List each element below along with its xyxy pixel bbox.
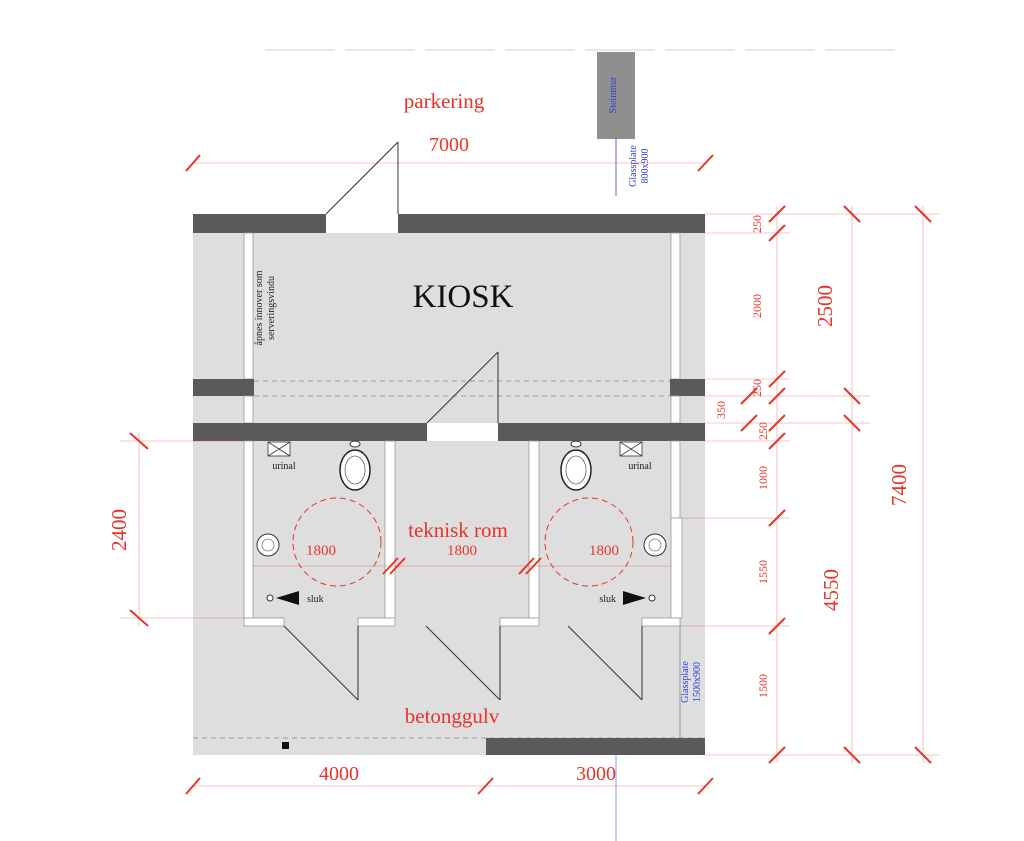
building-floor — [193, 214, 705, 755]
mid-wall-right — [670, 379, 705, 396]
right-dim-250-c: 250 — [756, 422, 770, 440]
right-dim-1500: 1500 — [756, 674, 770, 698]
right-toilet-partition — [528, 440, 540, 619]
turning-circle-right — [544, 497, 634, 587]
right-dim-7400: 7400 — [887, 464, 911, 506]
top-dim-7000: 7000 — [429, 134, 469, 156]
drain-left-label: sluk — [307, 594, 324, 605]
stone-wall-label: Steinmur — [608, 76, 619, 113]
right-dim-1000: 1000 — [756, 466, 770, 490]
right-dim-250-a: 250 — [750, 215, 764, 233]
kiosk-inner-door-swing — [426, 351, 499, 424]
entrance-door — [326, 214, 398, 233]
right-dim-1550: 1550 — [756, 560, 770, 584]
drain-right-label: sluk — [599, 594, 616, 605]
right-dim-2500: 2500 — [813, 285, 837, 327]
sink-right-icon — [643, 533, 667, 557]
sink-left-icon — [256, 533, 280, 557]
turning-circle-left — [292, 497, 382, 587]
left-toilet-outer-partition — [243, 440, 254, 619]
bottom-dim-4000: 4000 — [319, 763, 359, 785]
top-wall-left — [193, 214, 326, 233]
mid-wall-left — [193, 379, 254, 396]
technical-room-1800: 1800 — [447, 543, 477, 559]
left-dim-2400: 2400 — [107, 509, 131, 551]
right-toilet-door — [567, 625, 643, 701]
kiosk-right-window — [670, 232, 681, 380]
technical-room-door — [425, 625, 501, 701]
right-dim-250-b: 250 — [750, 379, 764, 397]
urinal-right-label: urinal — [628, 461, 652, 472]
right-dim-4550: 4550 — [819, 569, 843, 611]
toilet-wall-left — [193, 423, 427, 441]
toilet-right-icon — [560, 440, 592, 491]
technical-room-label: teknisk rom — [408, 518, 508, 542]
bottom-dim-3000: 3000 — [576, 763, 616, 785]
top-wall-right — [398, 214, 705, 233]
glass-right-label-1: Glassplate — [680, 661, 691, 703]
window-note-2: serveringsvindu — [266, 276, 277, 340]
circle-right-1800: 1800 — [589, 543, 619, 559]
kiosk-side-partition — [243, 232, 254, 380]
left-toilet-partition — [384, 440, 396, 619]
parking-label: parkering — [404, 89, 485, 113]
right-dim-2000: 2000 — [750, 294, 764, 318]
stone-wall — [597, 52, 635, 139]
left-toilet-door — [283, 625, 359, 701]
drain-left-arrow-icon — [276, 591, 299, 605]
glass-right-label-2: 1500x900 — [692, 662, 703, 702]
glass-top-label-1: Glassplate — [628, 145, 639, 187]
right-glass-partition — [670, 517, 683, 619]
window-note-1: åpnes innover som — [254, 270, 265, 345]
toilet-left-icon — [339, 440, 371, 491]
drain-right-arrow-icon — [623, 591, 646, 605]
right-dim-350: 350 — [714, 401, 728, 419]
kiosk-title: KIOSK — [413, 279, 514, 315]
bottom-wall-right — [486, 738, 705, 755]
glass-top-label-2: 800x900 — [640, 149, 651, 184]
circle-left-1800: 1800 — [306, 543, 336, 559]
urinal-left-label: urinal — [272, 461, 296, 472]
floor-label: betonggulv — [405, 704, 500, 728]
kiosk-inner-door — [427, 423, 498, 441]
column-marker — [282, 742, 289, 749]
entrance-door-swing — [325, 141, 399, 215]
toilet-wall-right — [498, 423, 705, 441]
